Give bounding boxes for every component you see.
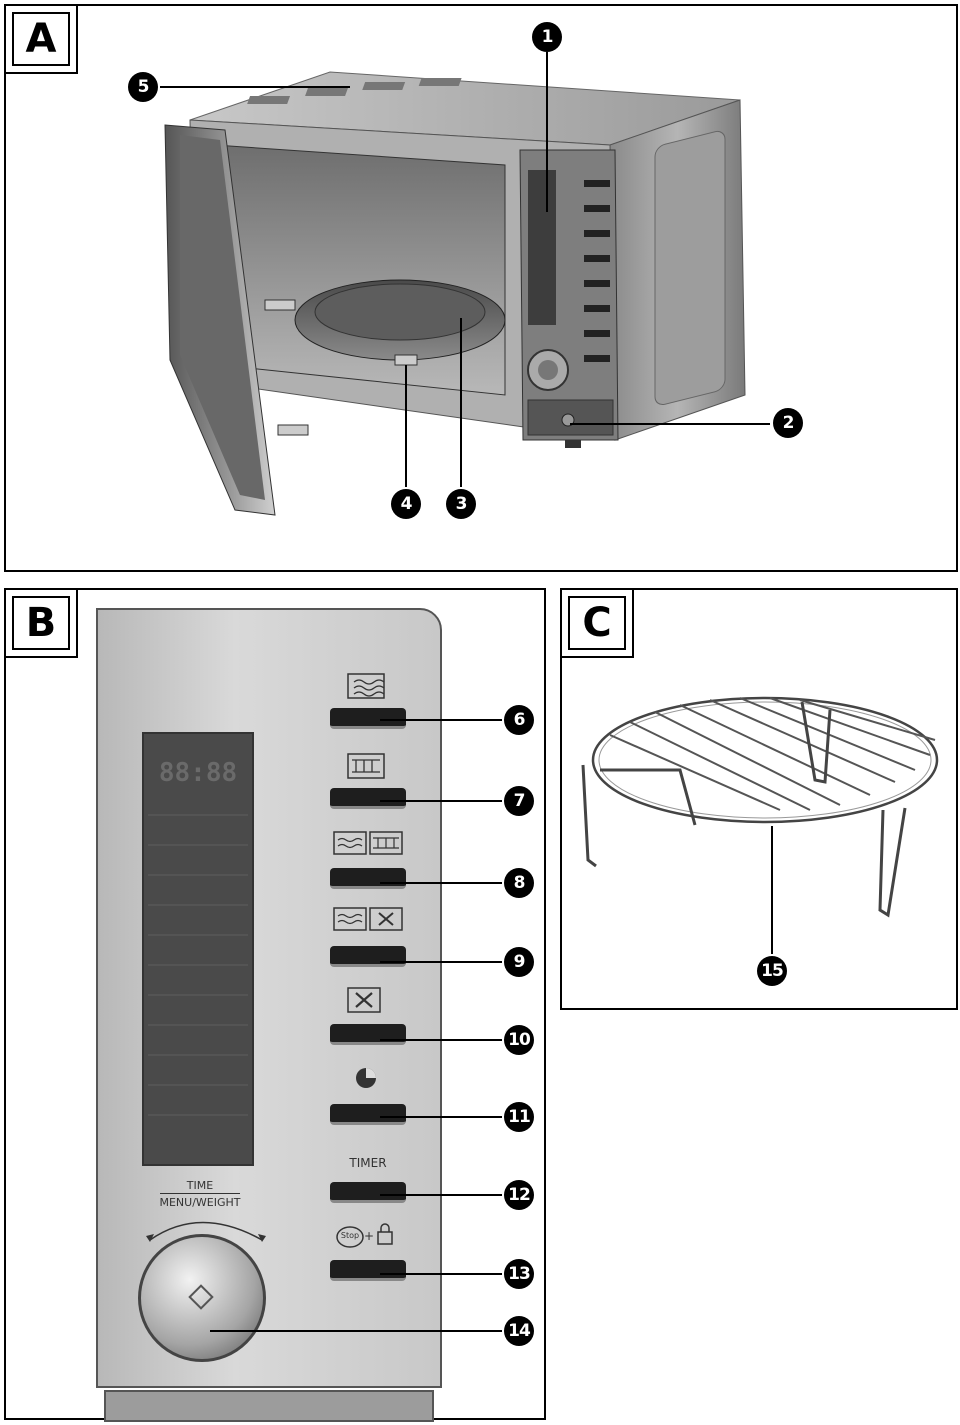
leader-7 xyxy=(380,800,502,802)
callout-8: 8 xyxy=(504,868,534,898)
display-window xyxy=(142,732,254,1166)
callout-7: 7 xyxy=(504,786,534,816)
leader-6 xyxy=(380,719,502,721)
stop-lock-button[interactable] xyxy=(330,1260,406,1281)
timer-button[interactable] xyxy=(330,1182,406,1203)
callout-5: 5 xyxy=(128,72,158,102)
leader-10 xyxy=(380,1039,502,1041)
knob-label-menu-weight: MENU/WEIGHT xyxy=(159,1196,241,1209)
leader-12 xyxy=(380,1194,502,1196)
leader-14 xyxy=(210,1330,502,1332)
plus-label: + xyxy=(363,1229,375,1243)
callout-4: 4 xyxy=(391,489,421,519)
timer-label: TIMER xyxy=(349,1156,387,1170)
callout-13: 13 xyxy=(504,1259,534,1289)
callout-6: 6 xyxy=(504,705,534,735)
panel-b-tag: B xyxy=(4,588,78,658)
leader-15 xyxy=(771,826,773,954)
panel-c-tag: C xyxy=(560,588,634,658)
function-button-11[interactable] xyxy=(330,1104,406,1125)
panel-c: C xyxy=(560,588,958,1010)
callout-11: 11 xyxy=(504,1102,534,1132)
leader-2 xyxy=(570,423,770,425)
panel-c-letter: C xyxy=(568,596,626,650)
knob-label-divider xyxy=(160,1193,240,1194)
callout-1: 1 xyxy=(532,22,562,52)
callout-10: 10 xyxy=(504,1025,534,1055)
function-button-6[interactable] xyxy=(330,708,406,729)
leader-4 xyxy=(405,365,407,487)
panel-a-tag: A xyxy=(4,4,78,74)
callout-14: 14 xyxy=(504,1316,534,1346)
knob-label-time: TIME xyxy=(186,1179,214,1192)
panel-b-letter: B xyxy=(12,596,70,650)
callout-12: 12 xyxy=(504,1180,534,1210)
control-panel-bottom xyxy=(104,1390,434,1422)
function-button-7[interactable] xyxy=(330,788,406,809)
microwave-illustration xyxy=(164,71,746,516)
callout-3: 3 xyxy=(446,489,476,519)
leader-11 xyxy=(380,1116,502,1118)
callout-15: 15 xyxy=(757,956,787,986)
stop-label: Stop xyxy=(340,1231,360,1240)
display-digits: 88:88 xyxy=(158,758,238,788)
panel-a-letter: A xyxy=(12,12,70,66)
leader-5 xyxy=(160,86,350,88)
leader-8 xyxy=(380,882,502,884)
leader-9 xyxy=(380,961,502,963)
time-menu-weight-knob[interactable] xyxy=(138,1234,266,1362)
callout-2: 2 xyxy=(773,408,803,438)
leader-1 xyxy=(546,52,548,212)
leader-13 xyxy=(380,1273,502,1275)
leader-3 xyxy=(460,318,462,487)
callout-9: 9 xyxy=(504,947,534,977)
